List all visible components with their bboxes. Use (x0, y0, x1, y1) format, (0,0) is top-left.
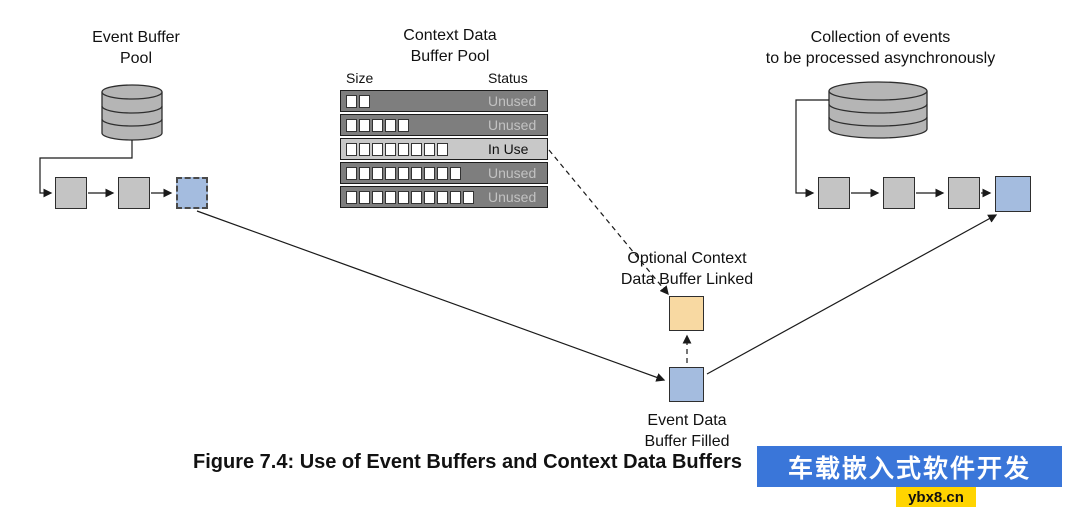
size-cell (385, 142, 396, 156)
size-cell (424, 190, 435, 204)
allocated-to-filled-arrow (196, 210, 666, 382)
size-cell (359, 190, 370, 204)
size-cell (450, 190, 461, 204)
size-cell (398, 118, 409, 132)
event-data-buffer-label-line1: Event Data (647, 412, 727, 429)
size-cell (372, 190, 383, 204)
size-cell (411, 190, 422, 204)
watermark-banner: 车载嵌入式软件开发 (757, 446, 1062, 487)
size-cell (359, 118, 370, 132)
dashed-arrows (548, 149, 692, 363)
size-cell (346, 166, 357, 180)
collection-slot-3 (948, 177, 980, 209)
optional-context-label-line2: Data Buffer Linked (620, 271, 754, 288)
collection-label: Collection of events to be processed asy… (728, 27, 1033, 69)
status-text: Unused (488, 189, 537, 205)
event-buffer-pool-label-line1: Event Buffer (92, 29, 180, 46)
size-cells (346, 142, 448, 156)
watermark-url: ybx8.cn (896, 487, 976, 507)
filled-to-collection-arrow (706, 214, 998, 375)
status-column-header: Status (488, 70, 528, 86)
size-cell (346, 190, 357, 204)
status-text: Unused (488, 165, 537, 181)
size-cell (372, 166, 383, 180)
size-cells (346, 166, 461, 180)
size-cell (450, 166, 461, 180)
collection-slot-2 (883, 177, 915, 209)
size-cell (398, 190, 409, 204)
size-cell (463, 190, 474, 204)
event-data-buffer-label-line2: Buffer Filled (644, 433, 730, 450)
context-pool-label-line2: Buffer Pool (410, 48, 490, 65)
collection-event-buffer-square (995, 176, 1031, 212)
context-buffer-row: Unused (340, 90, 548, 112)
event-buffer-pool-label-line2: Pool (119, 50, 153, 67)
optional-context-label: Optional Context Data Buffer Linked (599, 248, 775, 290)
context-buffer-row: In Use (340, 138, 548, 160)
event-buffer-allocated-square (176, 177, 208, 209)
size-cell (385, 118, 396, 132)
pool-to-slots-arrow (39, 140, 133, 198)
size-cell (346, 142, 357, 156)
size-cell (372, 118, 383, 132)
size-cell (437, 166, 448, 180)
size-cells (346, 94, 370, 108)
event-buffer-slot-2 (118, 177, 150, 209)
size-cell (437, 142, 448, 156)
size-cell (346, 94, 357, 108)
size-cell (359, 94, 370, 108)
status-text: Unused (488, 93, 537, 109)
size-cell (398, 166, 409, 180)
optional-context-buffer-square (669, 296, 704, 331)
collection-to-slots-arrow (795, 99, 829, 198)
context-pool-label-line1: Context Data (403, 27, 497, 44)
figure-caption: Figure 7.4: Use of Event Buffers and Con… (193, 451, 742, 473)
optional-context-label-line1: Optional Context (627, 250, 747, 267)
context-buffer-row: Unused (340, 186, 548, 208)
size-cells (346, 118, 409, 132)
event-pool-database-icon (101, 84, 163, 141)
size-column-header: Size (346, 70, 374, 86)
context-buffer-row: Unused (340, 162, 548, 184)
collection-slot-1 (818, 177, 850, 209)
context-pool-label: Context Data Buffer Pool (360, 25, 540, 67)
size-cells (346, 190, 474, 204)
collection-database-icon (828, 81, 928, 139)
size-cell (372, 142, 383, 156)
size-cell (359, 166, 370, 180)
size-cell (346, 118, 357, 132)
size-cell (437, 190, 448, 204)
status-text: In Use (488, 141, 529, 157)
size-cell (385, 190, 396, 204)
event-buffer-slot-1 (55, 177, 87, 209)
size-cell (359, 142, 370, 156)
inuse-row-to-context-buffer-arrow (548, 149, 669, 296)
size-cell (411, 166, 422, 180)
status-text: Unused (488, 117, 537, 133)
size-cell (398, 142, 409, 156)
collection-label-line2: to be processed asynchronously (765, 50, 996, 67)
size-cell (424, 142, 435, 156)
collection-label-line1: Collection of events (810, 29, 951, 46)
size-cell (411, 142, 422, 156)
event-data-buffer-square (669, 367, 704, 402)
event-data-buffer-label: Event Data Buffer Filled (612, 410, 762, 452)
context-buffer-row: Unused (340, 114, 548, 136)
event-buffer-pool-label: Event Buffer Pool (61, 27, 211, 69)
size-cell (385, 166, 396, 180)
size-cell (424, 166, 435, 180)
solid-arrows (39, 99, 998, 382)
